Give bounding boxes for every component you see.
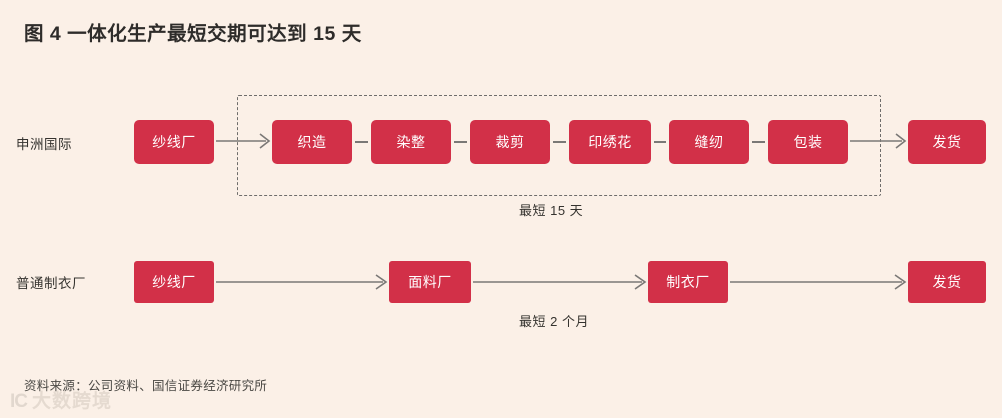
caption-lead-time-shenzhou: 最短 15 天 <box>519 203 584 218</box>
caption-lead-time-ordinary: 最短 2 个月 <box>519 314 589 329</box>
process-box-printing-embroidery[interactable]: 印绣花 <box>569 120 651 164</box>
connector-printing-to-sewing <box>654 141 666 143</box>
process-box-shipment-r2[interactable]: 发货 <box>908 261 986 303</box>
connector-sewing-to-packaging <box>752 141 765 143</box>
connector-weaving-to-dyeing <box>355 141 368 143</box>
process-box-packaging[interactable]: 包装 <box>768 120 848 164</box>
process-box-weaving[interactable]: 织造 <box>272 120 352 164</box>
process-box-yarn-mill-r1[interactable]: 纱线厂 <box>134 120 214 164</box>
arrow-garment-to-shipment <box>730 273 908 291</box>
process-box-yarn-mill-r2[interactable]: 纱线厂 <box>134 261 214 303</box>
integrated-process-group <box>237 95 881 196</box>
row-label-ordinary-garment-factory: 普通制衣厂 <box>16 276 86 291</box>
arrow-yarn-to-weaving <box>216 132 272 150</box>
process-box-dyeing[interactable]: 染整 <box>371 120 451 164</box>
process-box-shipment-r1[interactable]: 发货 <box>908 120 986 164</box>
row-label-shenzhou: 申洲国际 <box>16 137 72 152</box>
arrow-fabric-to-garment-factory <box>473 273 648 291</box>
process-box-sewing[interactable]: 缝纫 <box>669 120 749 164</box>
arrow-packaging-to-shipment <box>850 132 908 150</box>
connector-cutting-to-printing <box>553 141 566 143</box>
process-box-cutting[interactable]: 裁剪 <box>470 120 550 164</box>
process-box-fabric-mill[interactable]: 面料厂 <box>389 261 471 303</box>
watermark-logo-icon: IC <box>10 391 28 412</box>
arrow-yarn-to-fabric-mill <box>216 273 389 291</box>
watermark-text: 大数跨境 <box>32 391 113 412</box>
connector-dyeing-to-cutting <box>454 141 467 143</box>
process-box-garment-factory[interactable]: 制衣厂 <box>648 261 728 303</box>
source-note: 资料来源：公司资料、国信证券经济研究所 <box>24 379 268 393</box>
figure-title: 图 4 一体化生产最短交期可达到 15 天 <box>24 23 362 45</box>
watermark: IC 大数跨境 <box>10 392 112 411</box>
